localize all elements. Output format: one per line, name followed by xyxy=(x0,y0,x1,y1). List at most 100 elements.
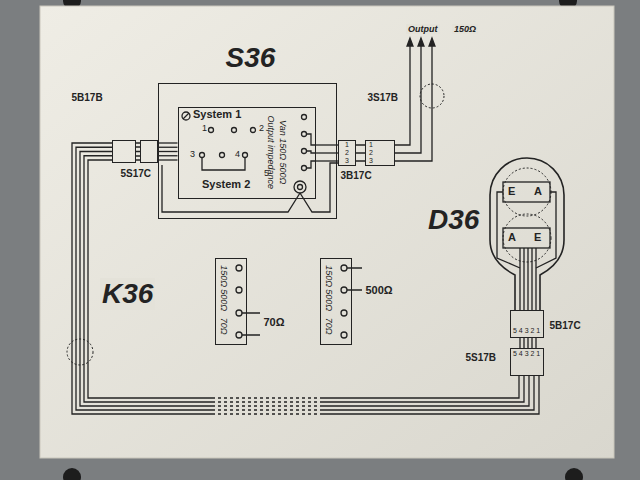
pin-number: 1 xyxy=(345,141,349,149)
cable-name: K36 xyxy=(100,278,155,310)
wire-line xyxy=(158,151,178,152)
impedance-value: 150Ω xyxy=(218,265,228,287)
output-leads xyxy=(395,38,444,161)
switch-contacts-part xyxy=(347,268,362,290)
capsule-letter: A xyxy=(534,185,542,198)
pin-number: 2 xyxy=(345,149,349,157)
impedance-value: 500Ω xyxy=(218,289,228,311)
connector-name: 5S17C xyxy=(121,168,152,180)
setting-caption: 500Ω xyxy=(366,284,393,297)
internal-wiring-part xyxy=(182,112,190,120)
microphone-shape xyxy=(485,150,569,310)
pin-numbers: 5 4 3 2 1 xyxy=(513,327,540,335)
switch-panel: System 1System 2Output impedanceVan 150Ω… xyxy=(178,107,316,199)
capsule-systems xyxy=(497,168,556,310)
capsule-systems-part xyxy=(497,192,520,268)
pin-number: 3 xyxy=(345,157,349,165)
pin-numbers: 5 4 3 2 1 xyxy=(513,350,540,358)
internal-wiring-part xyxy=(251,128,256,133)
internal-wiring-part xyxy=(302,149,307,154)
wire-bundle xyxy=(158,143,178,160)
capsule-systems-part xyxy=(503,182,550,202)
wire-line xyxy=(322,376,534,410)
wire-line xyxy=(212,409,322,410)
terminal-number: 5 xyxy=(264,168,269,178)
terminal-number: 1 xyxy=(202,123,207,133)
wire-line xyxy=(88,160,212,398)
wire-line xyxy=(322,376,529,406)
output-leads-part xyxy=(407,38,413,46)
impedance-value: 70Ω xyxy=(218,317,228,334)
output-leads-part xyxy=(418,38,424,46)
internal-wiring-part xyxy=(202,158,245,171)
connector-name: 3B17C xyxy=(341,170,372,182)
internal-wiring-part xyxy=(520,338,536,348)
terminal-number: 2 xyxy=(259,123,264,133)
impedance-value: 150Ω xyxy=(323,265,333,287)
output-leads-part xyxy=(395,46,432,161)
switch-contacts-part xyxy=(341,310,347,316)
pin-number: 3 xyxy=(369,157,373,165)
capsule-letter: E xyxy=(508,185,515,198)
impedance-value: 70Ω xyxy=(323,317,333,334)
connector-name: 5S17B xyxy=(466,352,497,364)
wire-line xyxy=(316,160,339,161)
wire-line xyxy=(76,147,212,410)
internal-wiring-part xyxy=(356,145,365,161)
pin-number: 2 xyxy=(369,149,373,157)
switch-contacts-part xyxy=(236,310,242,316)
unit-title: D36 xyxy=(428,204,479,236)
impedance-value: 500Ω xyxy=(323,289,333,311)
microphone-outline xyxy=(490,158,564,310)
switch-contacts-part xyxy=(242,313,260,335)
terminal-number: 3 xyxy=(190,149,195,159)
wire-line xyxy=(158,147,178,148)
wire-line xyxy=(212,413,322,414)
switch-contacts xyxy=(236,265,362,338)
connector-name: 5B17B xyxy=(72,92,103,104)
internal-wiring xyxy=(136,112,536,348)
capsule-systems-part xyxy=(503,168,551,216)
output-label: Output xyxy=(406,24,440,34)
connector-name: 3S17B xyxy=(368,92,399,104)
capsule-systems-part xyxy=(536,192,556,268)
terminal-number: 4 xyxy=(235,149,240,159)
capsule-systems-part xyxy=(520,248,536,310)
wire-line xyxy=(84,156,212,402)
output-impedance: 150Ω xyxy=(452,24,478,34)
wire-line xyxy=(322,376,524,402)
paper-sheet xyxy=(40,6,614,458)
internal-wiring-part xyxy=(183,113,189,119)
wire-line xyxy=(212,405,322,406)
switch-contacts-part xyxy=(236,265,242,271)
wire-line xyxy=(322,376,539,414)
wire-line xyxy=(72,143,212,414)
wire-line xyxy=(80,152,212,407)
system-label: System 2 xyxy=(202,178,250,191)
wire-line xyxy=(316,152,339,153)
internal-wiring-part xyxy=(298,185,303,190)
wire-line xyxy=(158,159,178,160)
wire-line xyxy=(158,155,178,156)
wire-line xyxy=(212,397,322,398)
plug-connector: 5B17B xyxy=(112,140,136,163)
output-leads-part xyxy=(429,38,435,46)
capsule-systems-part xyxy=(503,228,550,248)
internal-wiring-part xyxy=(300,163,338,212)
metal-plate-part xyxy=(63,468,81,480)
capsule-letter: A xyxy=(508,231,516,244)
microphone-outline: D36 xyxy=(485,150,569,310)
switch-contacts-part xyxy=(341,287,347,293)
output-leads-part xyxy=(395,46,421,153)
internal-wiring-part xyxy=(209,128,214,133)
wire-line xyxy=(212,401,322,402)
switch-contacts-part xyxy=(341,332,347,338)
capsule-systems-part xyxy=(503,214,551,262)
impedance-switch: 150Ω500Ω70Ω70Ω xyxy=(215,258,247,345)
unit-title: S36 xyxy=(226,42,276,74)
metal-plate-part xyxy=(565,468,583,480)
cable-connector xyxy=(72,143,539,414)
